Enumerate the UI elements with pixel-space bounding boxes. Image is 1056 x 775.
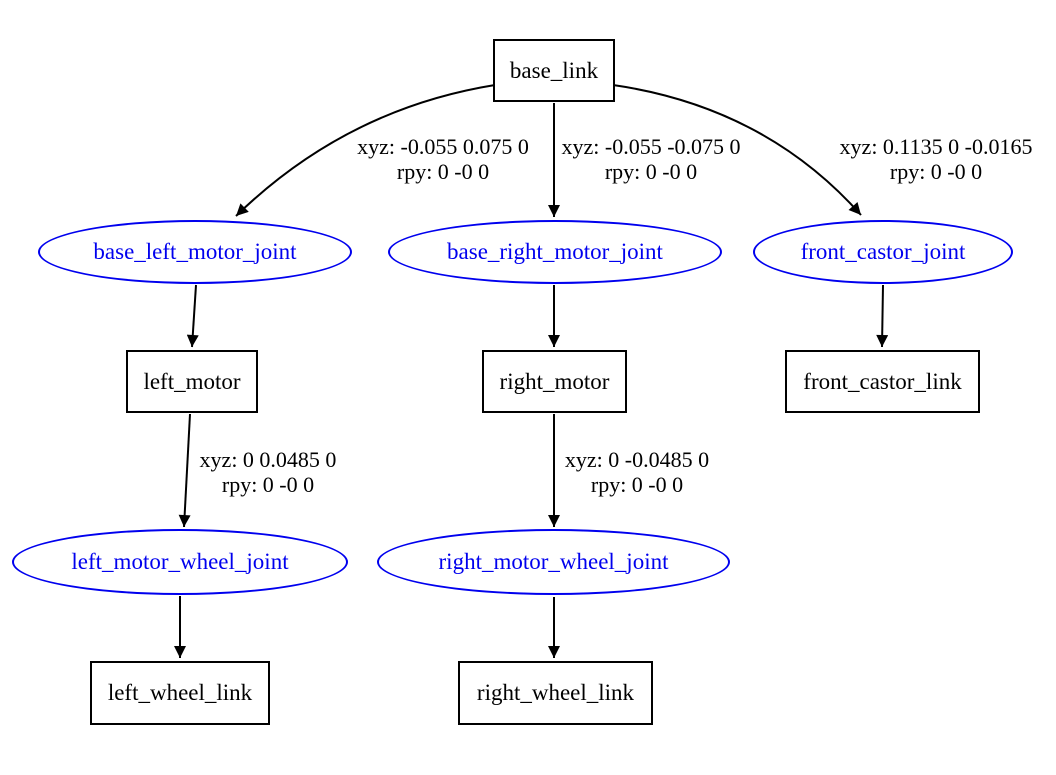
edge-label-rpy: rpy: 0 -0 0 <box>604 159 698 184</box>
edge-label-xyz: xyz: 0 -0.0485 0 <box>564 447 710 472</box>
edge-label-left_motor_wheel_joint: xyz: 0 0.0485 0 rpy: 0 -0 0 <box>200 447 337 497</box>
node-base_right_motor_joint: base_right_motor_joint <box>388 220 722 284</box>
edge-label-base_right_motor_joint: xyz: -0.055 -0.075 0 rpy: 0 -0 0 <box>561 134 740 184</box>
node-base_link: base_link <box>493 39 615 102</box>
edge-label-right_motor_wheel_joint: xyz: 0 -0.0485 0 rpy: 0 -0 0 <box>565 447 709 497</box>
node-base_left_motor_joint: base_left_motor_joint <box>38 220 352 284</box>
edge-label-xyz: xyz: -0.055 -0.075 0 <box>561 134 741 159</box>
edge-base_link-to-base_left_motor_joint <box>235 84 496 217</box>
node-right_motor_wheel_joint: right_motor_wheel_joint <box>377 529 730 595</box>
edge-label-xyz: xyz: 0 0.0485 0 <box>199 447 337 472</box>
edge-front_castor_joint-to-front_castor_link <box>876 284 889 348</box>
node-right_wheel_link: right_wheel_link <box>458 661 653 725</box>
edge-left_motor-to-left_motor_wheel_joint <box>178 413 191 528</box>
edge-label-xyz: xyz: 0.1135 0 -0.0165 <box>839 134 1033 159</box>
node-right_motor: right_motor <box>482 350 627 413</box>
edge-label-rpy: rpy: 0 -0 0 <box>889 159 983 184</box>
edge-label-rpy: rpy: 0 -0 0 <box>221 472 315 497</box>
node-left_motor_wheel_joint: left_motor_wheel_joint <box>12 529 348 595</box>
edge-label-base_left_motor_joint: xyz: -0.055 0.075 0 rpy: 0 -0 0 <box>357 134 529 184</box>
node-front_castor_joint: front_castor_joint <box>753 220 1013 284</box>
edge-label-rpy: rpy: 0 -0 0 <box>590 472 684 497</box>
edge-label-rpy: rpy: 0 -0 0 <box>396 159 490 184</box>
edge-base_link-to-front_castor_joint <box>612 84 862 216</box>
edge-label-front_castor_joint: xyz: 0.1135 0 -0.0165 rpy: 0 -0 0 <box>840 134 1033 184</box>
edge-base_left_motor_joint-to-left_motor <box>186 284 199 348</box>
node-left_motor: left_motor <box>126 350 258 413</box>
node-left_wheel_link: left_wheel_link <box>90 661 270 725</box>
edge-label-xyz: xyz: -0.055 0.075 0 <box>357 134 529 159</box>
node-front_castor_link: front_castor_link <box>785 350 980 413</box>
